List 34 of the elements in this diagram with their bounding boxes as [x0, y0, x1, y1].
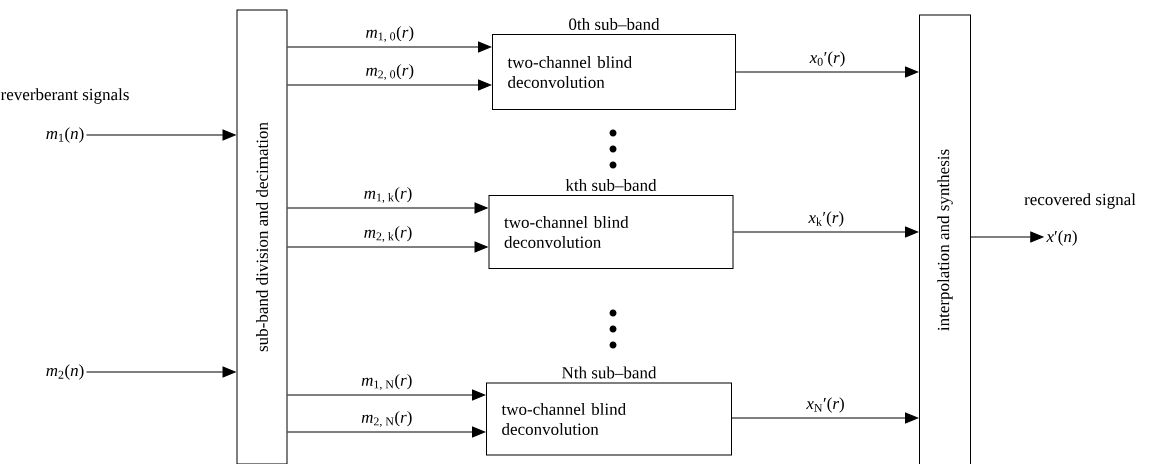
edge-label: m$_{1, 0}$(r)	[364, 24, 416, 44]
edge-label: m$_{2, k}$(r)	[362, 224, 414, 244]
arrow	[287, 79, 492, 91]
arrow	[731, 412, 919, 424]
signal-label: m$_{1}$(n)	[46, 127, 84, 143]
arrow	[970, 231, 1044, 243]
edge-label: x$_{0}$′(r)	[808, 50, 847, 68]
processing-block: interpolation and synthesis	[919, 14, 971, 464]
arrow	[733, 226, 919, 238]
signal-label: m$_{2}$(n)	[46, 364, 84, 380]
processing-block: sub-band division and decimation	[236, 9, 288, 464]
arrow	[287, 426, 486, 438]
band-heading: 0th sub–band	[569, 18, 660, 30]
edge-label: m$_{2, N}$(r)	[360, 409, 414, 429]
edge-label: m$_{1, N}$(r)	[360, 372, 414, 392]
arrow	[287, 41, 492, 53]
text-label: reverberant signals	[0, 88, 129, 104]
text-label: recovered signal	[1024, 193, 1136, 209]
edge-label: m$_{2, 0}$(r)	[364, 62, 416, 82]
edge-label: x$_{N}$′(r)	[805, 396, 846, 414]
arrow	[287, 389, 486, 401]
process-box: two-channel blind deconvolution	[488, 195, 734, 269]
arrow	[287, 202, 488, 214]
process-box: two-channel blind deconvolution	[486, 382, 732, 456]
arrow	[86, 366, 236, 378]
band-heading: kth sub–band	[565, 179, 657, 191]
edge-label: x$_{k}$′(r)	[807, 210, 846, 228]
edge-label: m$_{1, k}$(r)	[362, 185, 414, 205]
arrow	[287, 241, 488, 253]
band-heading: Nth sub–band	[562, 366, 657, 379]
process-box: two-channel blind deconvolution	[492, 34, 736, 110]
signal-label: x′(n)	[1046, 230, 1077, 246]
arrow	[86, 129, 236, 141]
arrow	[735, 66, 919, 78]
